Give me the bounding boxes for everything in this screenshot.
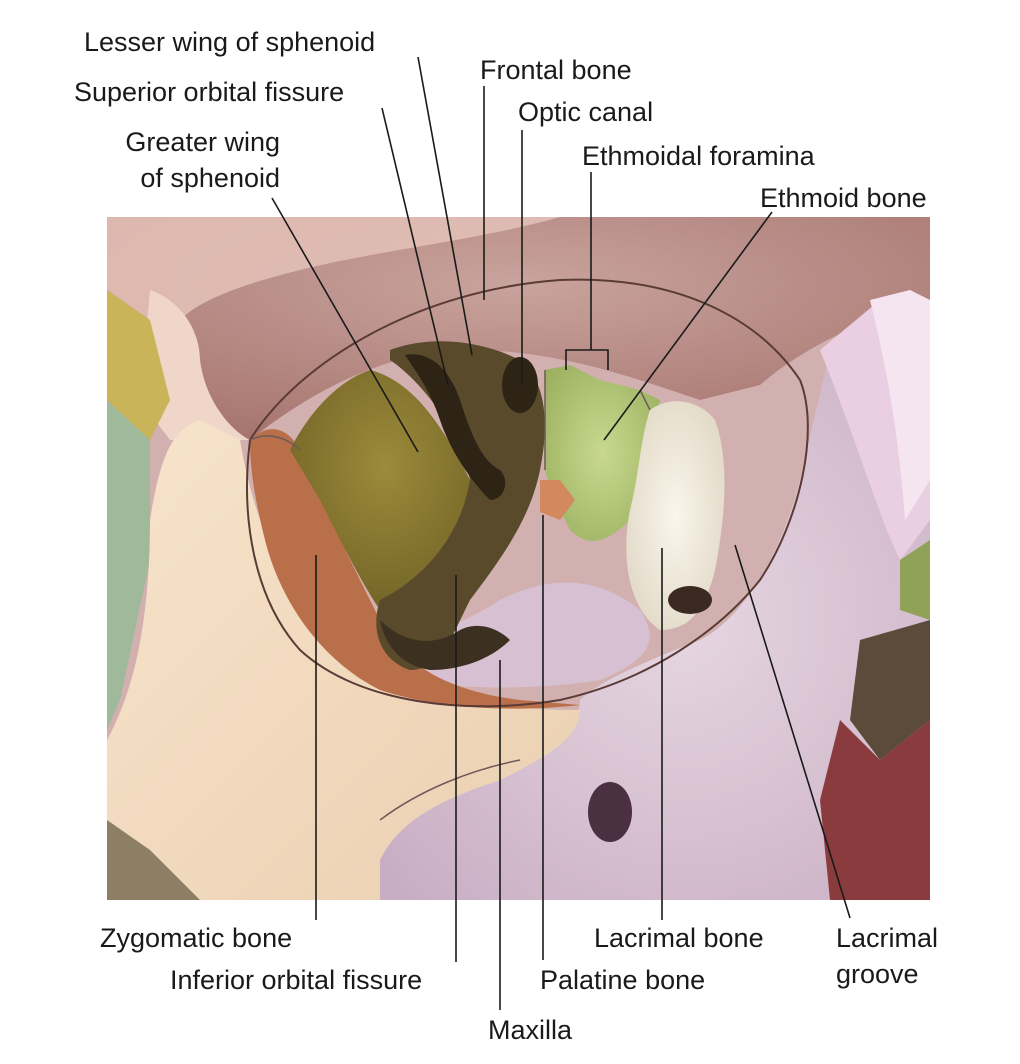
lower-left-corner [107, 820, 200, 900]
orbit-rim-outline [246, 278, 809, 708]
infraorbital-foramen [588, 782, 632, 842]
maxilla-bone [380, 340, 930, 900]
label-inferior-orbital-fissure: Inferior orbital fissure [170, 965, 423, 995]
leader-lacrimal-groove [734, 544, 851, 919]
label-maxilla: Maxilla [488, 1015, 573, 1045]
label-lacrimal-groove-line1: Lacrimal [836, 923, 939, 953]
palatine-bone-shape [540, 480, 575, 520]
optic-canal-hole [502, 357, 538, 413]
leader-lesser-wing [417, 56, 473, 356]
label-lacrimal-groove-line2: groove [836, 959, 919, 989]
suture-lines [249, 370, 651, 821]
label-zygomatic-bone: Zygomatic bone [100, 923, 293, 953]
zygomatic-orbital-surface [250, 429, 580, 709]
label-frontal-bone: Frontal bone [480, 55, 632, 85]
left-green-strip [107, 400, 150, 730]
lacrimal-fossa [668, 586, 712, 614]
label-ethmoidal-foramina: Ethmoidal foramina [582, 141, 815, 171]
nasal-bone-highlight [870, 290, 930, 520]
label-lacrimal-bone: Lacrimal bone [594, 923, 764, 953]
left-yellow-strip [107, 290, 170, 440]
leader-ethmoidal-bracket [565, 349, 609, 370]
inferior-orbital-fissure-shape [380, 620, 510, 670]
superior-orbital-fissure-shape [405, 354, 506, 500]
frontal-bone [107, 217, 930, 440]
frontal-upper-band [107, 217, 560, 320]
label-greater-wing-line2: of sphenoid [140, 163, 280, 193]
label-superior-orbital-fissure: Superior orbital fissure [74, 77, 345, 107]
right-dark-patch [850, 620, 930, 760]
label-palatine-bone: Palatine bone [540, 965, 706, 995]
label-lesser-wing: Lesser wing of sphenoid [84, 27, 376, 57]
label-optic-canal: Optic canal [518, 97, 654, 127]
label-greater-wing-line1: Greater wing [125, 127, 280, 157]
right-green-patch [900, 540, 930, 620]
lacrimal-bone-shape [626, 401, 725, 630]
leader-ethmoid-bone [603, 211, 773, 441]
right-red-patch [820, 720, 930, 900]
leader-superior-orbital-fissure [381, 107, 449, 386]
ethmoid-bone-shape [545, 365, 660, 541]
leader-lines [271, 56, 851, 1010]
greater-wing-sphenoid [290, 370, 480, 610]
sphenoid-body-dark [376, 341, 545, 670]
leader-greater-wing [271, 197, 419, 453]
label-ethmoid-bone: Ethmoid bone [760, 183, 927, 213]
